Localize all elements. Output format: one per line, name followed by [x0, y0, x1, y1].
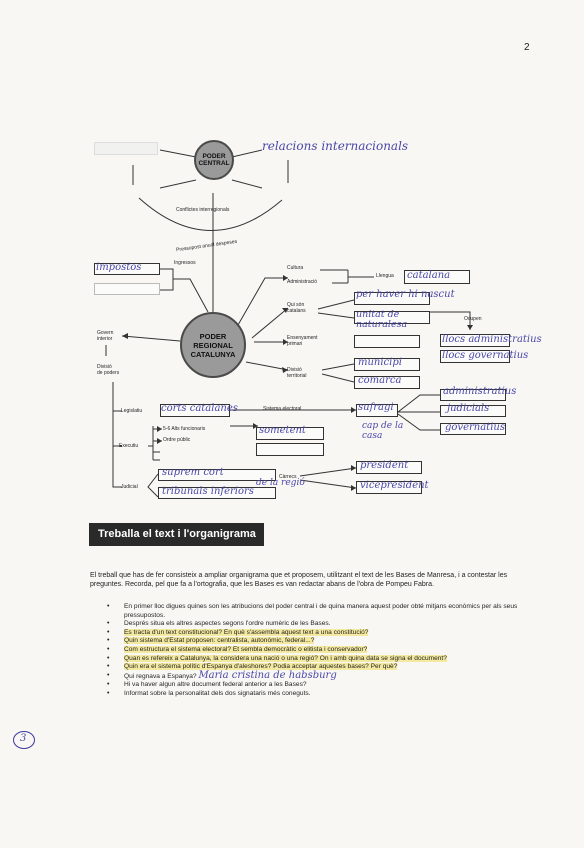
impostos-box [94, 263, 160, 275]
handwriting-corts: corts catalanes [161, 403, 238, 414]
ingressos-box-2 [94, 283, 160, 295]
ordre-public-box-2 [256, 443, 324, 456]
ocupen-box-2 [440, 350, 510, 363]
sistema-electoral-box [356, 404, 398, 417]
administracio-label: Administració [287, 279, 318, 285]
intro-text: El treball que has de fer consisteix a a… [90, 572, 508, 588]
judicial-box-1 [158, 469, 276, 481]
ensenyament-box [354, 335, 420, 348]
carrecs-box-2 [356, 481, 422, 494]
ordre-public-label: Ordre públic [163, 437, 191, 443]
handwriting-sometent: sometent [259, 425, 306, 436]
carrecs-label: Càrrecs [279, 474, 297, 480]
judicial-label: Judicial [121, 484, 138, 490]
llengua-box [404, 270, 470, 284]
sistema-electoral-label: Sistema electoral [263, 406, 302, 412]
handwriting-maria-cristina: Maria cristina de habsburg [198, 669, 337, 681]
question-item: Qui regnava a Espanya? Maria cristina de… [107, 669, 547, 682]
question-item: Informat sobre la personalitat dels dos … [107, 690, 547, 699]
poder-central-label-1: PODER [202, 153, 226, 160]
handwriting-suprem: suprem cort [162, 467, 224, 478]
question-item: Quin sistema d'Estat proposen: centralis… [107, 637, 547, 646]
handwriting-relacions: relacions internacionals [262, 139, 409, 153]
handwriting-catalana: catalana [407, 270, 451, 281]
blank-box-central-left [94, 142, 158, 155]
municipi-box [354, 358, 420, 371]
handwriting-tribunals: tribunals inferiors [162, 486, 254, 497]
conflictes-label: Conflictes interregionals [176, 207, 230, 213]
handwriting-llocs-govern: llocs governatius [442, 350, 529, 361]
handwriting-impostos: impostos [96, 262, 142, 273]
qui-son-box-2 [354, 311, 430, 324]
handwriting-sufragi: sufragi [358, 402, 394, 413]
section-title: Treballa el text i l'organigrama [89, 523, 264, 546]
handwriting-circle-number: 3 [20, 733, 27, 744]
handwriting-municipi: municipi [358, 357, 402, 368]
question-item: Hi va haver algun altre document federal… [107, 681, 547, 690]
qui-son-box-1 [354, 292, 430, 305]
handwriting-perhaver: per haver hi nascut [356, 289, 455, 300]
ordre-public-box [256, 427, 324, 440]
organigram-lines [105, 149, 473, 498]
sufragi-box-3 [440, 423, 506, 435]
poder-central-label-2: CENTRAL [198, 160, 230, 167]
ingressos-label: Ingressos [174, 260, 196, 266]
comarca-box [354, 376, 420, 389]
cultura-label: Cultura [287, 265, 304, 271]
poder-regional-label-2: REGIONAL [193, 340, 233, 350]
circle-mark: 3 [13, 731, 35, 749]
ocupen-label: Ocupen [464, 316, 482, 322]
poder-central-node: PODER CENTRAL [194, 140, 234, 180]
handwriting-comarca: comarca [358, 375, 402, 386]
executiu-label: Executiu [119, 443, 139, 449]
question-item: Després situa els altres aspectes segons… [107, 620, 547, 629]
question-item: En primer lloc digues quines son les atr… [107, 603, 547, 620]
questions-list: En primer lloc digues quines son les atr… [107, 603, 547, 699]
llengua-label: Llengua [376, 273, 394, 279]
sufragi-box-2 [440, 405, 506, 417]
carrecs-box-1 [356, 461, 422, 474]
poder-regional-node: PODER REGIONAL CATALUNYA [180, 312, 246, 378]
handwriting-judicials: judicials [447, 403, 490, 414]
question-item: Es tracta d'un text constitucional? En q… [107, 628, 547, 638]
handwriting-suprem-2: de la regió [256, 478, 305, 488]
poder-regional-label-1: PODER [199, 331, 227, 341]
handwriting-governatius: governatius [445, 422, 505, 433]
question-item: Com estructura el sistema electoral? Et … [107, 645, 547, 655]
page-number: 2 [524, 42, 530, 53]
sufragi-box-1 [440, 389, 506, 401]
handwriting-sufragi-2: cap de la casa [362, 421, 404, 441]
legislatiu-label: Legislatiu [121, 408, 143, 414]
handwriting-unitat: unitat de naturalesa [356, 309, 408, 330]
legislatiu-box [160, 404, 230, 417]
handwriting-vicepresident: vicepresident [360, 480, 429, 491]
alts-funcionaris-label: 5-6 Alts funcionaris [163, 426, 206, 432]
judicial-box-2 [158, 487, 276, 499]
ocupen-box-1 [440, 334, 510, 347]
handwriting-administratius: administratius [443, 386, 517, 397]
poder-regional-label-3: CATALUNYA [190, 349, 236, 359]
handwriting-llocs-admin: llocs administratius [442, 334, 542, 345]
handwriting-president: president [360, 460, 409, 471]
question-item: Quin era el sistema polític d'Espanya d'… [107, 663, 547, 672]
question-item: Quan es refereix a Catalunya, la conside… [107, 654, 547, 664]
